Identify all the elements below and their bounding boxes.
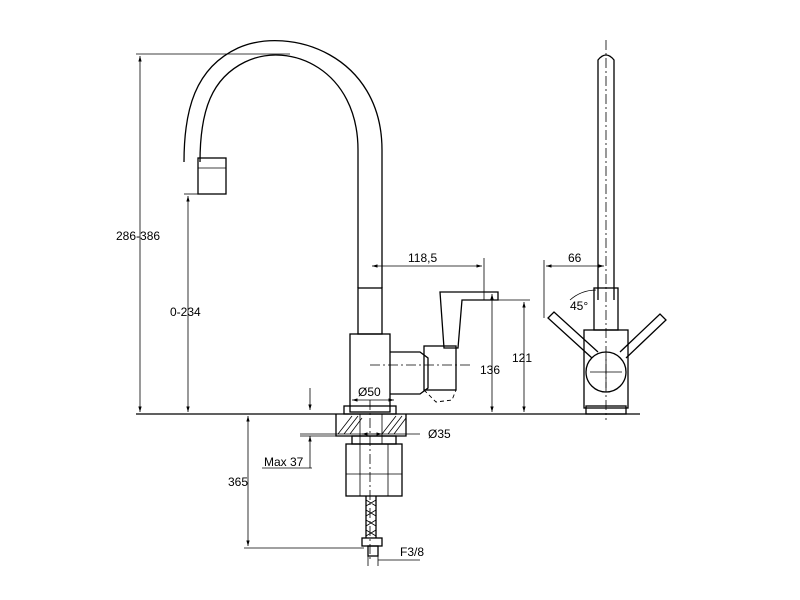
front-dimensions (136, 53, 530, 566)
nut (345, 443, 403, 497)
faucet-side-view (547, 40, 667, 420)
hose-fitting (361, 537, 383, 547)
faucet-front-view (183, 40, 499, 560)
side-lever-left (547, 311, 599, 359)
dim-reach-label: 118,5 (408, 251, 437, 265)
cartridge (390, 351, 429, 395)
dim-body-diameter-label: Ø50 (358, 385, 381, 399)
side-dimensions (543, 260, 604, 318)
counter-hatch (337, 415, 407, 435)
dim-spout-height-label: 0-234 (170, 305, 201, 319)
dim-hose-length-label: 365 (228, 475, 248, 489)
dim-thread-label: F3/8 (400, 545, 424, 559)
spout-inner-curve (183, 40, 383, 288)
dim-lever-angle-label: 45° (570, 299, 588, 313)
body (349, 333, 391, 413)
lever-handle (439, 291, 499, 349)
dim-total-height-label: 286-386 (116, 229, 160, 243)
lever-hidden-lines (423, 389, 457, 403)
dim-hole-diameter-label: Ø35 (428, 427, 451, 441)
braided-hose (365, 496, 377, 538)
dim-max-counter-label: Max 37 (264, 455, 304, 469)
side-lever-right (619, 313, 667, 359)
aerator (197, 157, 227, 195)
dim-body-height-label: 121 (512, 351, 532, 365)
upper-column (357, 287, 383, 335)
dim-lever-height-label: 136 (480, 363, 500, 377)
spout-outer-curve (199, 54, 359, 288)
washer (351, 435, 397, 445)
lever-base (423, 345, 457, 391)
dim-side-offset-label: 66 (568, 251, 582, 265)
